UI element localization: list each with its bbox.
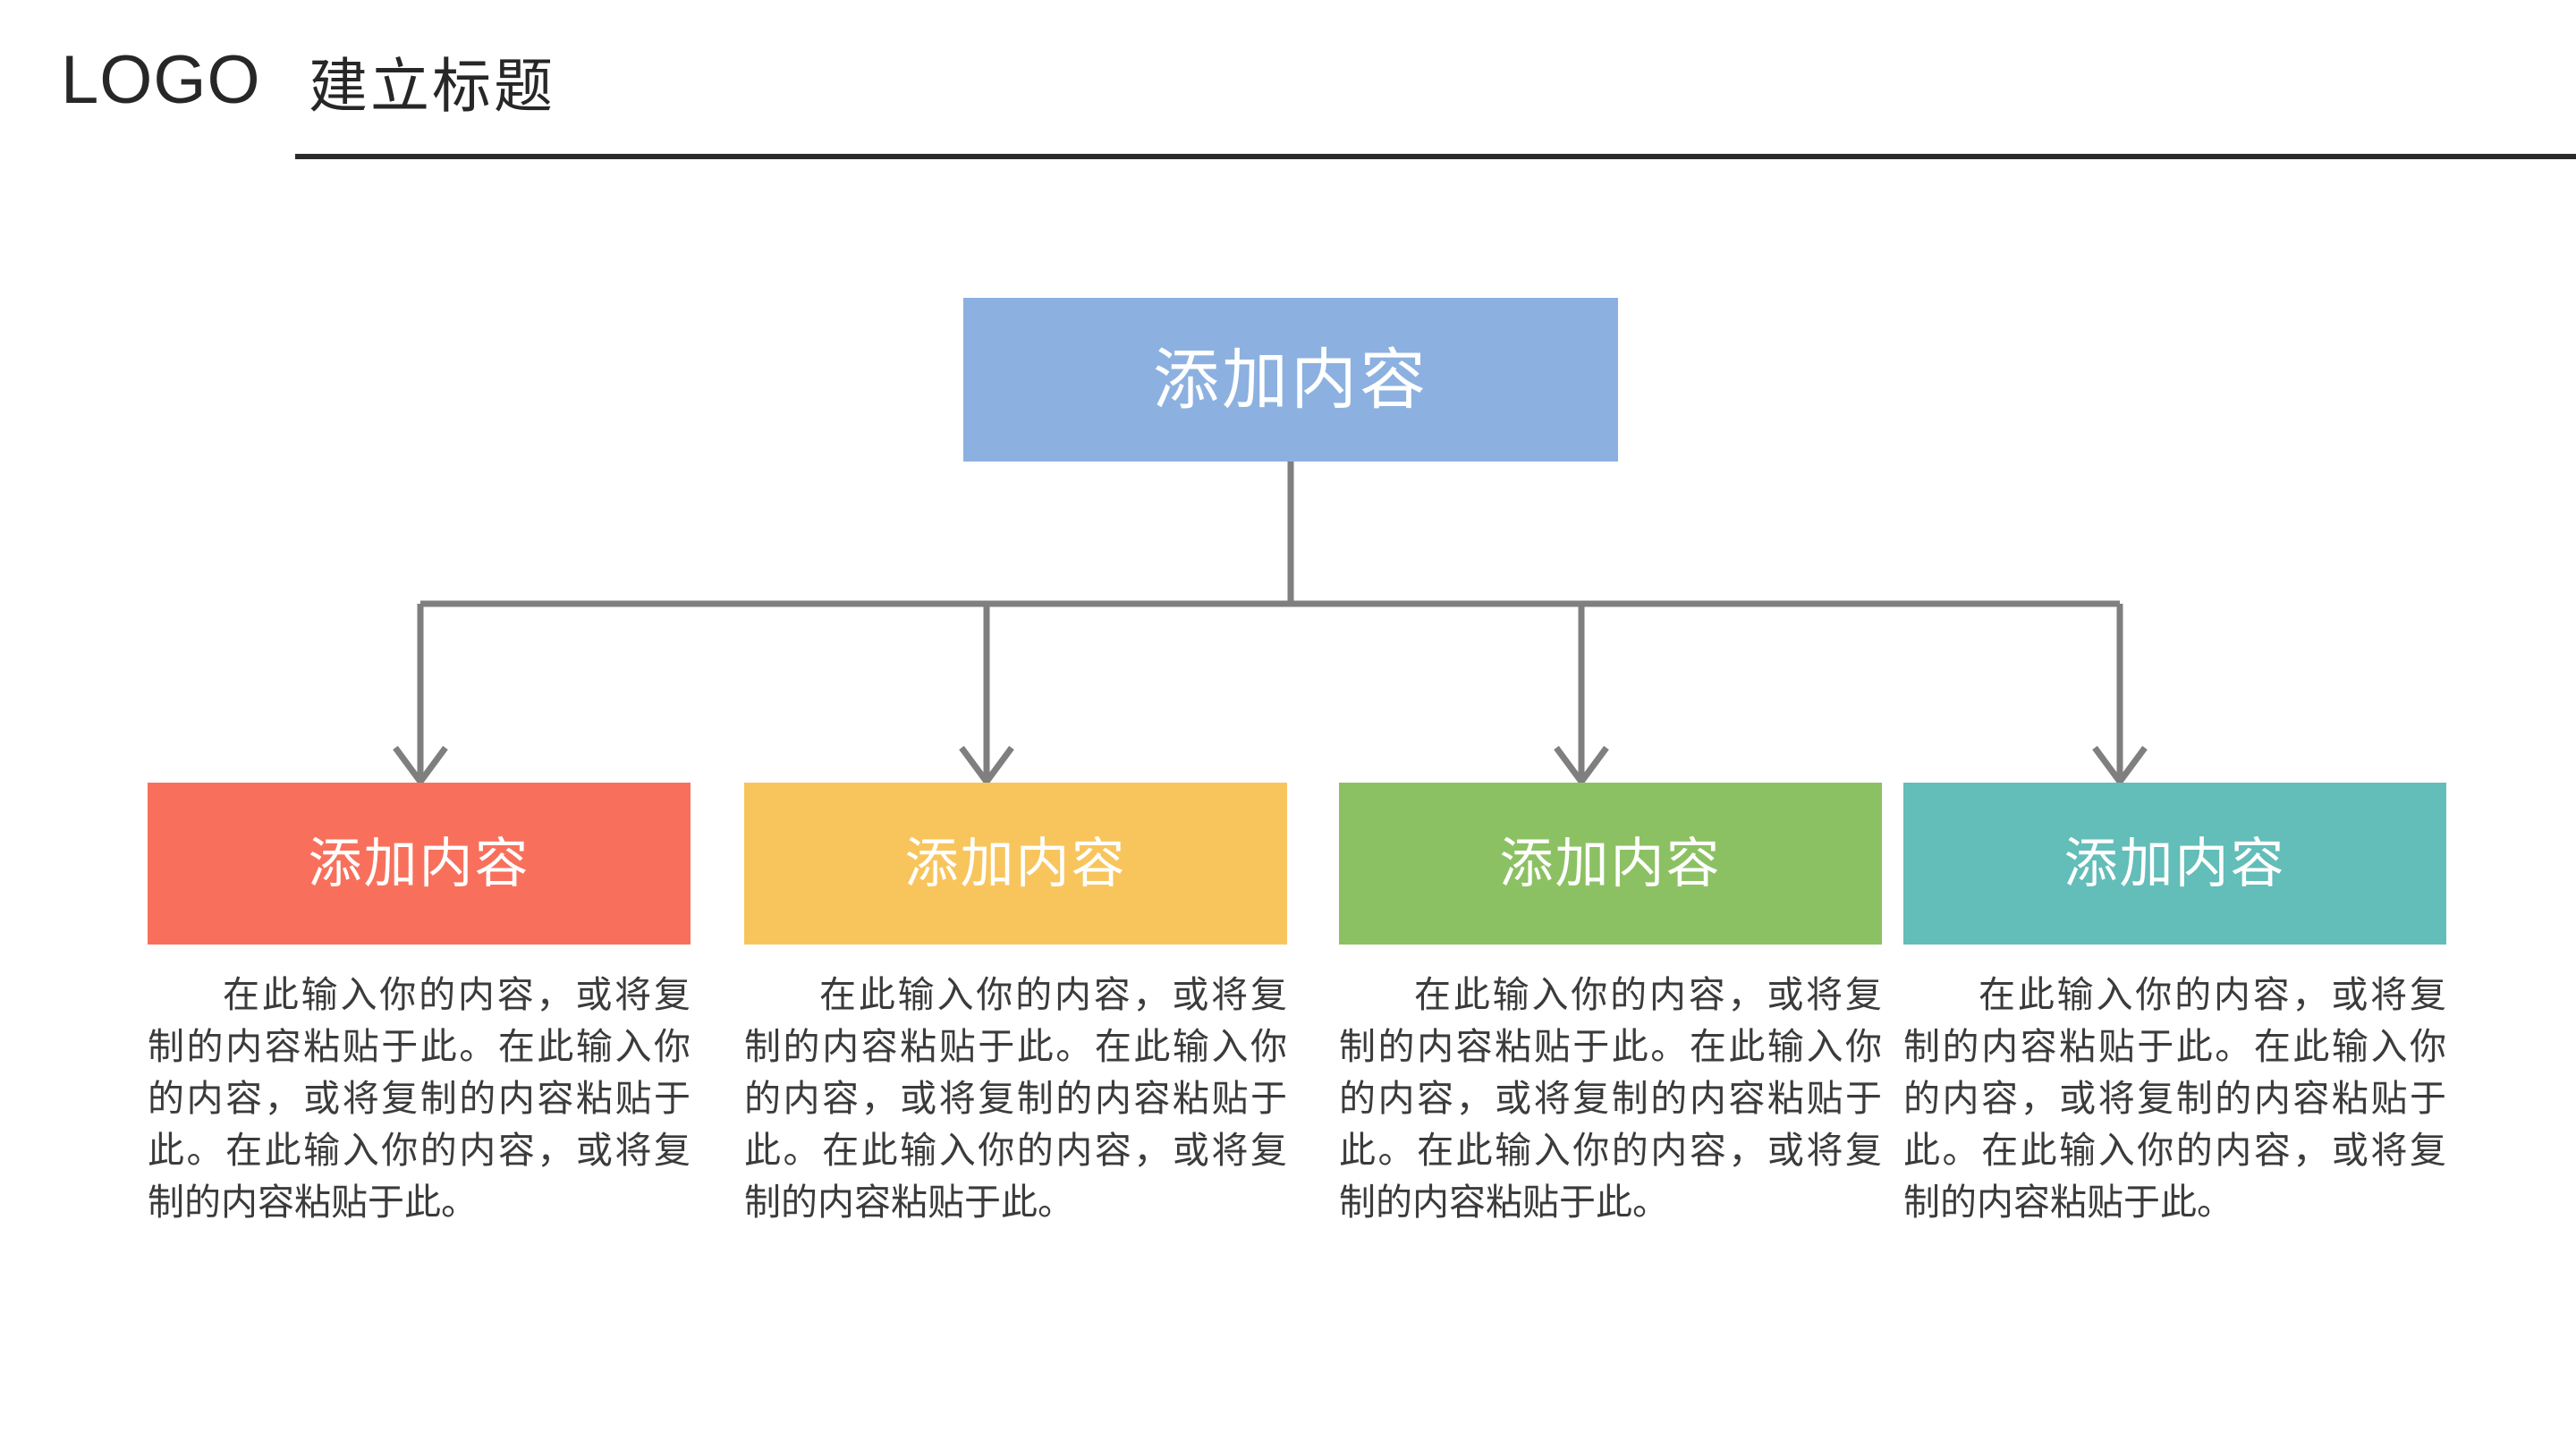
- arrowhead-2: [959, 745, 1014, 787]
- branch-header-3[interactable]: 添加内容: [1339, 783, 1882, 945]
- branch-body-3: 在此输入你的内容，或将复制的内容粘贴于此。在此输入你的内容，或将复制的内容粘贴于…: [1339, 974, 1882, 1223]
- slide-header: LOGO 建立标题: [0, 0, 2576, 170]
- branch-body-1: 在此输入你的内容，或将复制的内容粘贴于此。在此输入你的内容，或将复制的内容粘贴于…: [148, 974, 691, 1223]
- branch-column-3: 添加内容 在此输入你的内容，或将复制的内容粘贴于此。在此输入你的内容，或将复制的…: [1339, 783, 1882, 1228]
- branch-header-4[interactable]: 添加内容: [1903, 783, 2446, 945]
- arrowhead-4: [2092, 745, 2148, 787]
- arrowhead-3: [1554, 745, 1609, 787]
- branch-label-3: 添加内容: [1499, 833, 1722, 894]
- branch-header-1[interactable]: 添加内容: [148, 783, 691, 945]
- branch-label-1: 添加内容: [308, 833, 530, 894]
- arrowhead-1: [393, 745, 448, 787]
- branch-body-4: 在此输入你的内容，或将复制的内容粘贴于此。在此输入你的内容，或将复制的内容粘贴于…: [1903, 974, 2446, 1223]
- root-node[interactable]: 添加内容: [963, 298, 1618, 462]
- header-divider: [295, 154, 2576, 159]
- branch-column-1: 添加内容 在此输入你的内容，或将复制的内容粘贴于此。在此输入你的内容，或将复制的…: [148, 783, 691, 1228]
- branch-label-4: 添加内容: [2063, 833, 2286, 894]
- root-node-label: 添加内容: [1153, 342, 1428, 417]
- branch-header-2[interactable]: 添加内容: [744, 783, 1287, 945]
- branch-body-2: 在此输入你的内容，或将复制的内容粘贴于此。在此输入你的内容，或将复制的内容粘贴于…: [744, 974, 1287, 1223]
- logo-text: LOGO: [61, 42, 261, 118]
- branch-column-4: 添加内容 在此输入你的内容，或将复制的内容粘贴于此。在此输入你的内容，或将复制的…: [1903, 783, 2446, 1228]
- page-title: 建立标题: [309, 53, 555, 119]
- branch-column-2: 添加内容 在此输入你的内容，或将复制的内容粘贴于此。在此输入你的内容，或将复制的…: [744, 783, 1287, 1228]
- branch-label-2: 添加内容: [904, 833, 1127, 894]
